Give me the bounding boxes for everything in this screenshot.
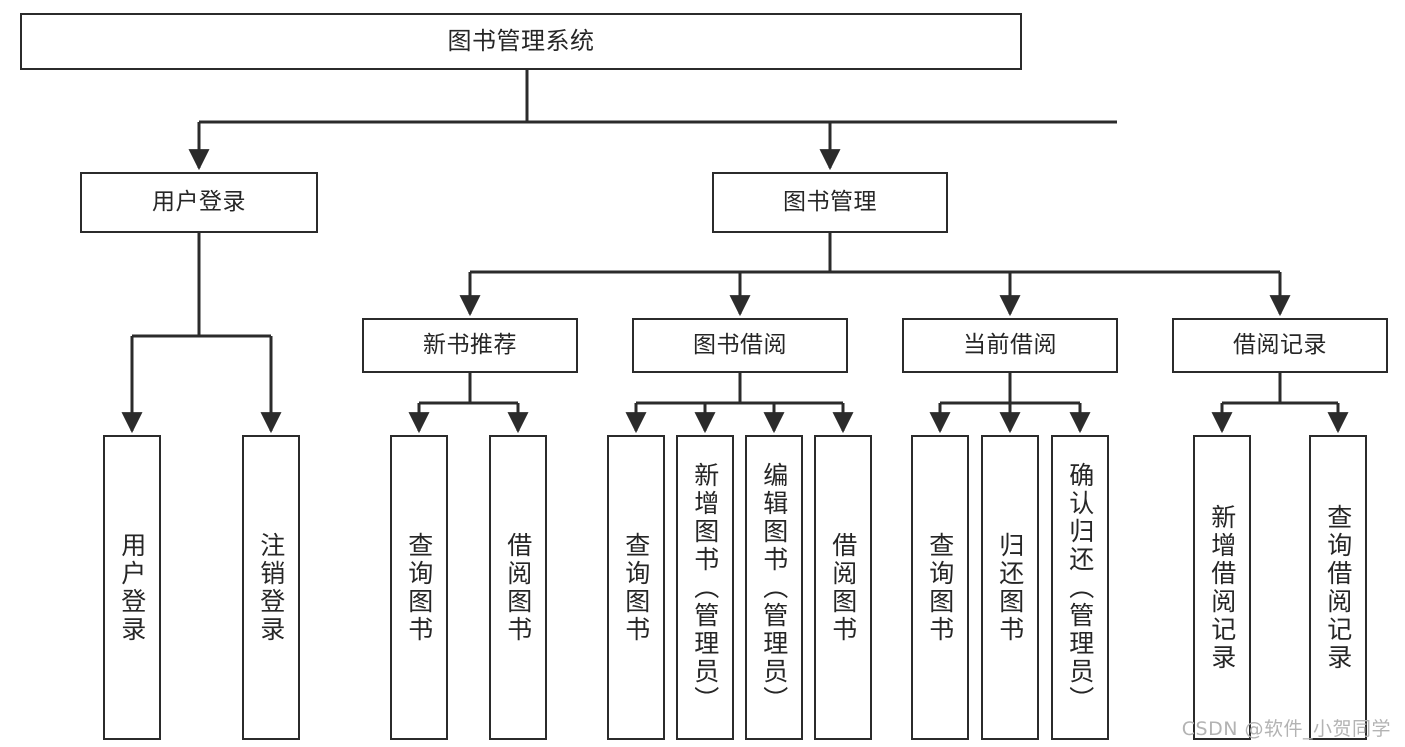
- leaf-edit-book-admin[interactable]: 编辑图书（管理员）: [745, 435, 803, 740]
- node-root-label: 图书管理系统: [447, 27, 595, 56]
- leaf-query-book-borrow-label: 查询图书: [621, 531, 651, 644]
- leaf-return-book[interactable]: 归还图书: [981, 435, 1039, 740]
- leaf-query-borrow-record-label: 查询借阅记录: [1323, 503, 1353, 672]
- node-new-book-recommend[interactable]: 新书推荐: [362, 318, 578, 373]
- node-borrow-record[interactable]: 借阅记录: [1172, 318, 1388, 373]
- leaf-borrow-book-newbook-label: 借阅图书: [503, 531, 533, 644]
- leaf-add-borrow-record-label: 新增借阅记录: [1207, 503, 1237, 672]
- leaf-query-borrow-record[interactable]: 查询借阅记录: [1309, 435, 1367, 740]
- leaf-borrow-book-newbook[interactable]: 借阅图书: [489, 435, 547, 740]
- node-book-borrow-label: 图书借阅: [693, 331, 787, 358]
- leaf-user-login-label: 用户登录: [117, 531, 147, 644]
- leaf-confirm-return-admin-label: 确认归还（管理员）: [1065, 461, 1095, 714]
- node-new-book-recommend-label: 新书推荐: [423, 331, 517, 358]
- leaf-edit-book-admin-label: 编辑图书（管理员）: [759, 461, 789, 714]
- leaf-query-book-borrow[interactable]: 查询图书: [607, 435, 665, 740]
- leaf-query-book-current[interactable]: 查询图书: [911, 435, 969, 740]
- node-borrow-record-label: 借阅记录: [1233, 331, 1327, 358]
- leaf-confirm-return-admin[interactable]: 确认归还（管理员）: [1051, 435, 1109, 740]
- node-book-management[interactable]: 图书管理: [712, 172, 948, 233]
- node-book-borrow[interactable]: 图书借阅: [632, 318, 848, 373]
- leaf-borrow-book-label: 借阅图书: [828, 531, 858, 644]
- node-root-book-management-system[interactable]: 图书管理系统: [20, 13, 1022, 70]
- leaf-user-login[interactable]: 用户登录: [103, 435, 161, 740]
- leaf-query-book-newbook-label: 查询图书: [404, 531, 434, 644]
- leaf-add-book-admin[interactable]: 新增图书（管理员）: [676, 435, 734, 740]
- node-user-login[interactable]: 用户登录: [80, 172, 318, 233]
- leaf-borrow-book[interactable]: 借阅图书: [814, 435, 872, 740]
- node-current-borrow[interactable]: 当前借阅: [902, 318, 1118, 373]
- node-current-borrow-label: 当前借阅: [963, 331, 1057, 358]
- leaf-query-book-current-label: 查询图书: [925, 531, 955, 644]
- node-user-login-label: 用户登录: [152, 188, 246, 215]
- node-book-management-label: 图书管理: [783, 188, 877, 215]
- leaf-add-borrow-record[interactable]: 新增借阅记录: [1193, 435, 1251, 740]
- leaf-add-book-admin-label: 新增图书（管理员）: [690, 461, 720, 714]
- leaf-logout-label: 注销登录: [256, 531, 286, 644]
- leaf-query-book-newbook[interactable]: 查询图书: [390, 435, 448, 740]
- leaf-logout[interactable]: 注销登录: [242, 435, 300, 740]
- leaf-return-book-label: 归还图书: [995, 531, 1025, 644]
